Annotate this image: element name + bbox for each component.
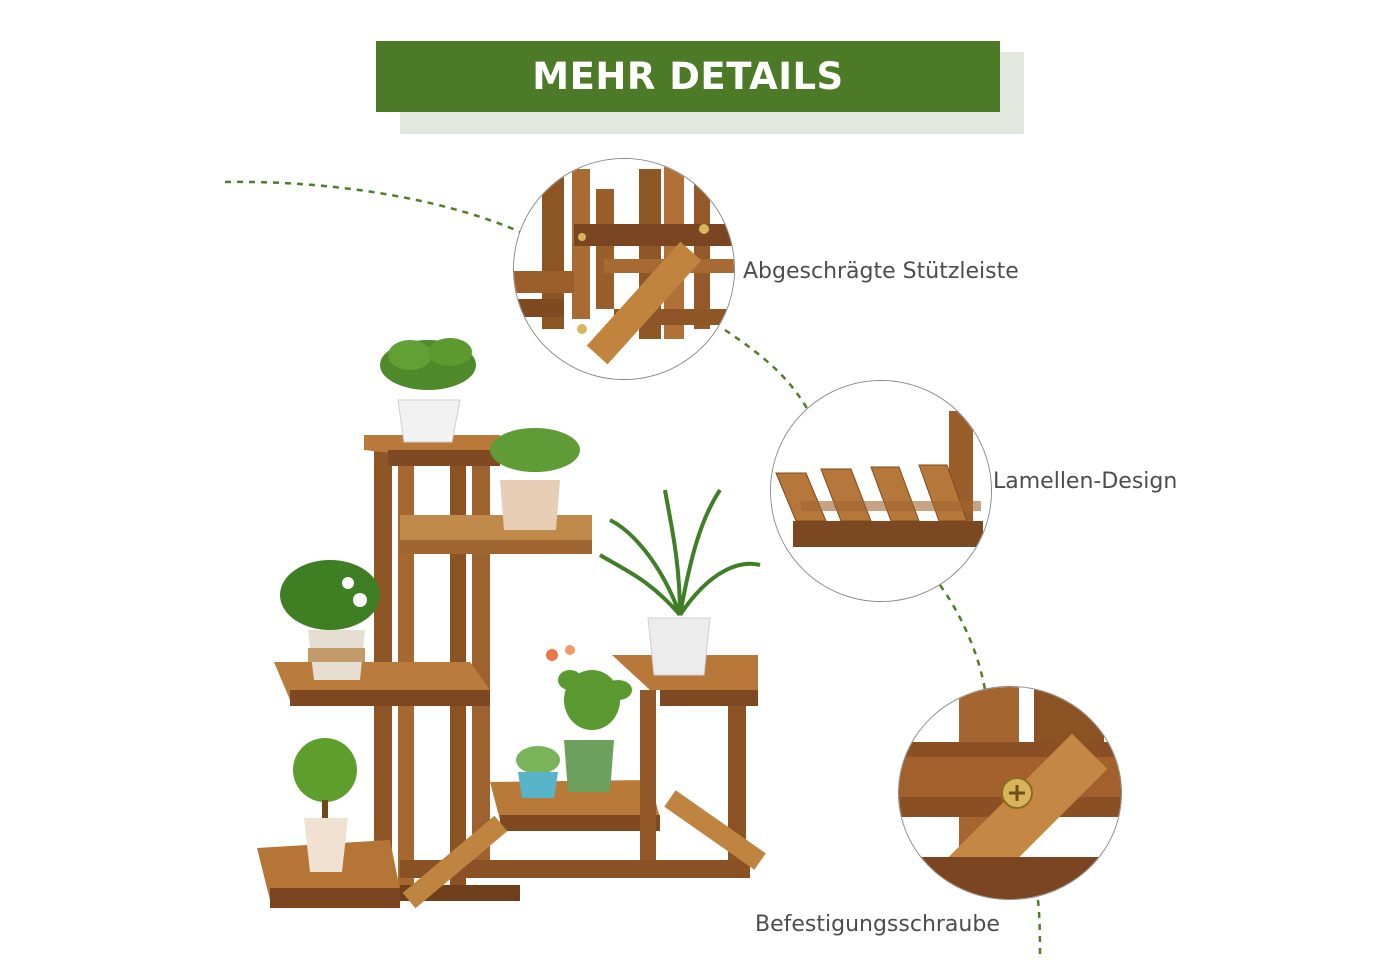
angled-support-bar-icon (514, 159, 734, 379)
detail-circle-slats (770, 380, 992, 602)
detail-circle-angled-support (513, 158, 735, 380)
page-title: MEHR DETAILS (532, 55, 844, 98)
title-banner: MEHR DETAILS (376, 41, 1000, 112)
plant-stand-frame (257, 435, 766, 909)
callout-label-slats: Lamellen-Design (993, 469, 1178, 494)
callout-label-angled-support: Abgeschrägte Stützleiste (743, 259, 1019, 284)
slatted-shelf-icon (771, 381, 991, 601)
detail-circle-screw (898, 686, 1122, 900)
callout-label-screw: Befestigungsschraube (755, 912, 1000, 937)
potted-plants (280, 338, 761, 872)
